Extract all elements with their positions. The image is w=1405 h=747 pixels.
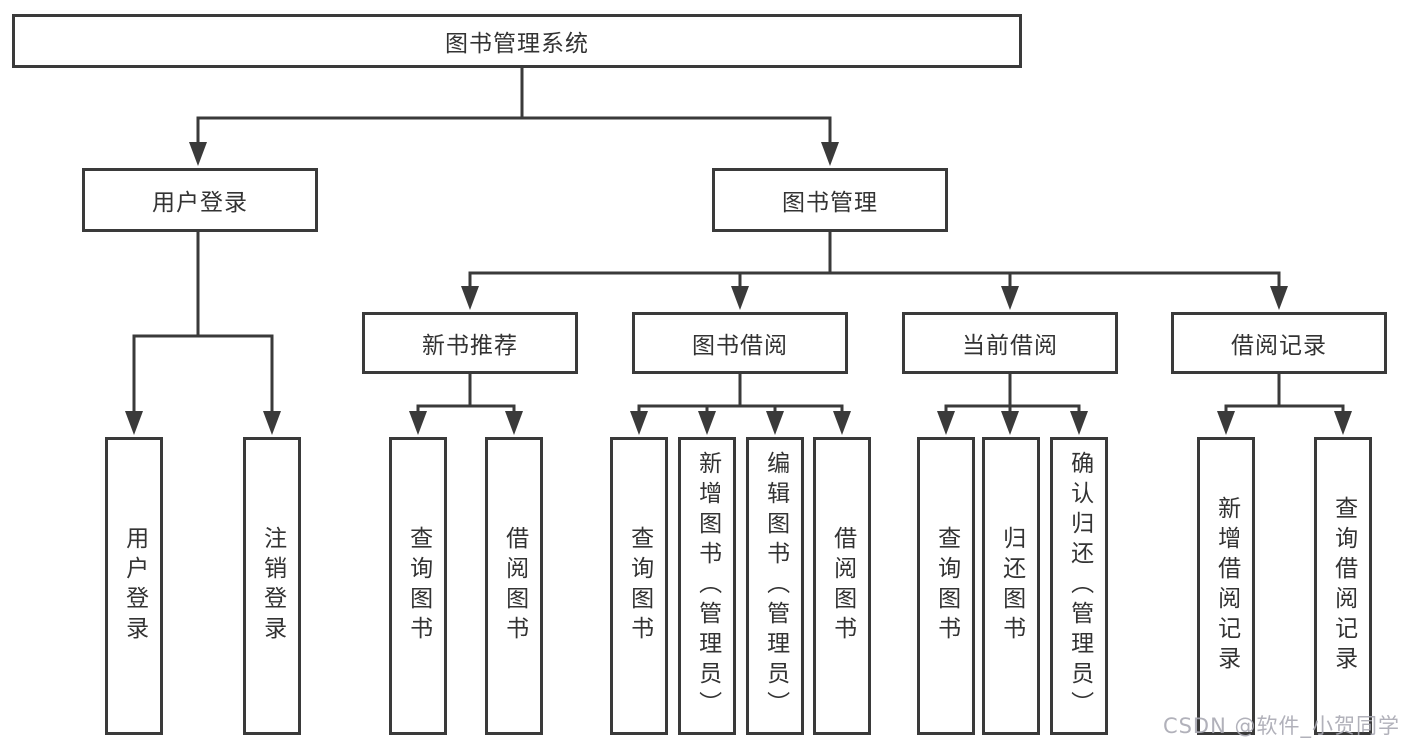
- node-label: 新增图书（管理员）: [694, 451, 721, 721]
- node-label: 用户登录: [152, 190, 248, 216]
- leaf-query-book-current: 查询图书: [917, 437, 975, 735]
- node-library-management-system: 图书管理系统: [12, 14, 1022, 68]
- csdn-watermark: CSDN @软件_小贺同学: [1162, 714, 1400, 738]
- node-label: 用户登录: [121, 526, 148, 646]
- node-label: 图书管理系统: [445, 31, 589, 57]
- node-label: 查询图书: [626, 526, 653, 646]
- leaf-borrow-book-borrowing: 借阅图书: [813, 437, 871, 735]
- leaf-borrow-book-recommend: 借阅图书: [485, 437, 543, 735]
- node-label: 查询图书: [405, 526, 432, 646]
- node-label: 新书推荐: [422, 333, 518, 359]
- node-label: 查询借阅记录: [1330, 496, 1357, 676]
- leaf-logout: 注销登录: [243, 437, 301, 735]
- node-label: 图书管理: [782, 190, 878, 216]
- leaf-query-book-borrowing: 查询图书: [610, 437, 668, 735]
- node-label: 借阅图书: [501, 526, 528, 646]
- node-label: 确认归还（管理员）: [1066, 451, 1093, 721]
- leaf-query-borrow-record: 查询借阅记录: [1314, 437, 1372, 735]
- node-label: 注销登录: [259, 526, 286, 646]
- node-user-login: 用户登录: [82, 168, 318, 232]
- leaf-add-book-admin: 新增图书（管理员）: [678, 437, 736, 735]
- node-label: 借阅记录: [1231, 333, 1327, 359]
- node-borrowing-records: 借阅记录: [1171, 312, 1387, 374]
- node-book-management: 图书管理: [712, 168, 948, 232]
- node-label: 借阅图书: [829, 526, 856, 646]
- leaf-return-book: 归还图书: [982, 437, 1040, 735]
- leaf-edit-book-admin: 编辑图书（管理员）: [746, 437, 804, 735]
- node-label: 当前借阅: [962, 333, 1058, 359]
- leaf-user-login: 用户登录: [105, 437, 163, 735]
- node-current-borrowing: 当前借阅: [902, 312, 1118, 374]
- node-label: 新增借阅记录: [1213, 496, 1240, 676]
- node-book-borrowing: 图书借阅: [632, 312, 848, 374]
- leaf-query-book-recommend: 查询图书: [389, 437, 447, 735]
- arrowhead-icons: [125, 142, 1352, 435]
- node-label: 编辑图书（管理员）: [762, 451, 789, 721]
- leaf-add-borrow-record: 新增借阅记录: [1197, 437, 1255, 735]
- leaf-confirm-return-admin: 确认归还（管理员）: [1050, 437, 1108, 735]
- node-label: 查询图书: [933, 526, 960, 646]
- node-new-book-recommend: 新书推荐: [362, 312, 578, 374]
- node-label: 图书借阅: [692, 333, 788, 359]
- node-label: 归还图书: [998, 526, 1025, 646]
